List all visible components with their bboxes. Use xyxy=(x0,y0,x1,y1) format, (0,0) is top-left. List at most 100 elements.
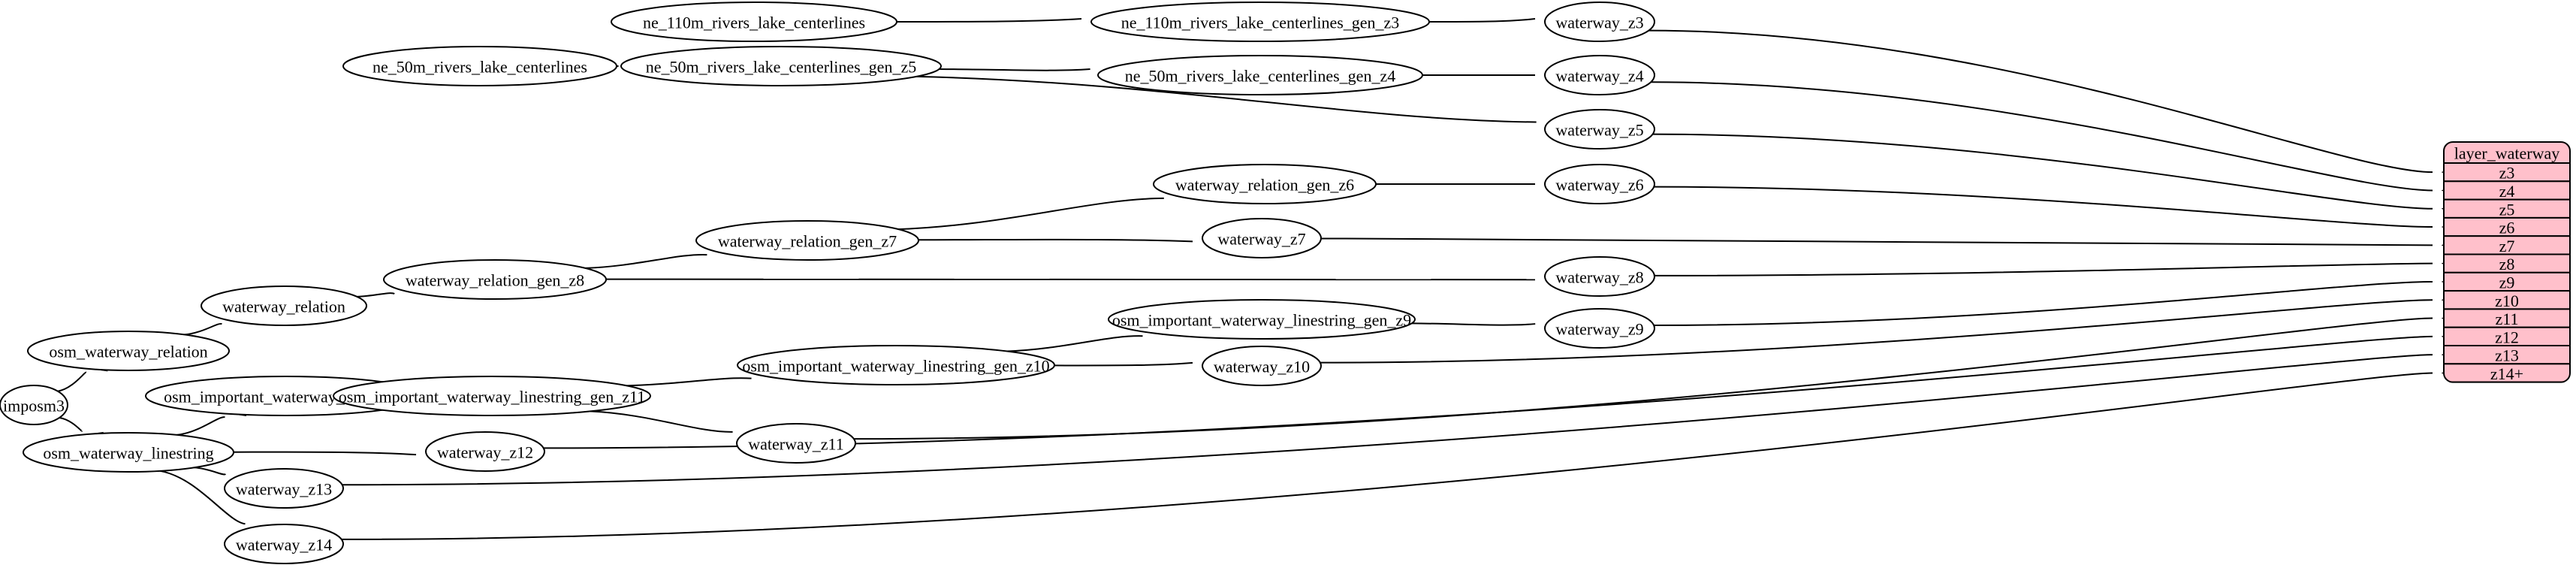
table-row-label-z11: z11 xyxy=(2496,310,2519,328)
node-ne_50m_rivers_lake_centerlines_gen_z4[interactable]: ne_50m_rivers_lake_centerlines_gen_z4 xyxy=(1097,55,1423,95)
node-osm_important_waterway_linestring_gen_z10[interactable]: osm_important_waterway_linestring_gen_z1… xyxy=(737,345,1055,385)
edge-waterway_z8-to-layer_waterway/z8 xyxy=(1654,262,2433,276)
layer-waterway-table: layer_waterwayz3z4z5z6z7z8z9z10z11z12z13… xyxy=(2443,141,2571,383)
node-shape xyxy=(620,46,942,86)
table-row-label-z7: z7 xyxy=(2499,237,2515,255)
edge-osm_important_waterway_linestring_gen_z10-to-osm_important_waterway_linestring_gen_z9 xyxy=(1006,335,1143,352)
table-row-label-z4: z4 xyxy=(2499,182,2515,201)
edge-waterway_relation_gen_z8-to-waterway_relation_gen_z7 xyxy=(585,253,707,269)
node-waterway_z12[interactable]: waterway_z12 xyxy=(425,431,545,472)
node-label: waterway_z13 xyxy=(236,480,332,499)
node-label: osm_important_waterway_linestring_gen_z1… xyxy=(339,388,646,406)
table-row-label-z9: z9 xyxy=(2499,273,2515,292)
table-row-z9[interactable] xyxy=(2444,271,2570,292)
node-shape xyxy=(224,468,344,509)
node-label: osm_important_waterway_linestring_gen_z1… xyxy=(742,357,1049,376)
node-label: ne_110m_rivers_lake_centerlines xyxy=(643,14,865,32)
node-label: ne_110m_rivers_lake_centerlines_gen_z3 xyxy=(1121,14,1400,32)
nodes-layer: imposm3 osm_waterway_relation osm_waterway… xyxy=(0,2,1655,564)
node-shape xyxy=(1544,2,1655,42)
node-label: ne_50m_rivers_lake_centerlines_gen_z5 xyxy=(646,58,916,77)
table-row-z6[interactable] xyxy=(2444,216,2570,237)
node-waterway_z10[interactable]: waterway_z10 xyxy=(1202,346,1322,386)
node-waterway_z4[interactable]: waterway_z4 xyxy=(1544,55,1655,95)
node-waterway_z5[interactable]: waterway_z5 xyxy=(1544,109,1655,150)
table-row-z5[interactable] xyxy=(2444,198,2570,219)
node-shape xyxy=(1544,308,1655,349)
node-label: waterway_z14 xyxy=(236,536,332,554)
node-label: waterway_relation_gen_z8 xyxy=(406,271,584,290)
node-osm_waterway_relation[interactable]: osm_waterway_relation xyxy=(27,331,230,371)
node-osm_important_waterway_linestring_gen_z11[interactable]: osm_important_waterway_linestring_gen_z1… xyxy=(333,376,651,416)
node-shape xyxy=(23,432,234,473)
node-shape xyxy=(1108,299,1416,340)
edge-ne_50m_rivers_lake_centerlines_gen_z5-to-waterway_z5 xyxy=(916,75,1537,123)
edge-waterway_z3-to-layer_waterway/z3 xyxy=(1648,29,2433,174)
node-shape xyxy=(224,524,344,564)
node-label: osm_waterway_relation xyxy=(49,343,207,361)
node-waterway_z7[interactable]: waterway_z7 xyxy=(1202,218,1322,258)
node-label: waterway_relation_gen_z6 xyxy=(1175,176,1354,195)
node-ne_50m_rivers_lake_centerlines_gen_z5[interactable]: ne_50m_rivers_lake_centerlines_gen_z5 xyxy=(620,46,942,86)
table-row-z13[interactable] xyxy=(2444,345,2570,365)
node-osm_waterway_linestring[interactable]: osm_waterway_linestring xyxy=(23,432,234,473)
edge-waterway_z13-to-layer_waterway/z13 xyxy=(342,354,2433,486)
edge-osm_important_waterway_linestring_gen_z11-to-waterway_z11 xyxy=(590,410,733,433)
edge-osm_waterway_linestring-to-waterway_z12 xyxy=(233,451,417,456)
node-waterway_z9[interactable]: waterway_z9 xyxy=(1544,308,1655,349)
node-shape xyxy=(342,46,617,86)
node-shape xyxy=(736,423,856,464)
node-osm_important_waterway_linestring_gen_z9[interactable]: osm_important_waterway_linestring_gen_z9 xyxy=(1108,299,1416,340)
table-row-label-z8: z8 xyxy=(2499,255,2515,273)
node-shape xyxy=(611,2,897,42)
edge-ne_50m_rivers_lake_centerlines_gen_z5-to-ne_50m_rivers_lake_centerlines_gen_z4 xyxy=(939,68,1090,71)
table-body xyxy=(2444,142,2570,382)
node-label: ne_50m_rivers_lake_centerlines_gen_z4 xyxy=(1125,67,1395,86)
node-label: waterway_z7 xyxy=(1217,230,1305,249)
edge-waterway_z12-to-layer_waterway/z12 xyxy=(543,335,2433,449)
node-shape xyxy=(1544,256,1655,297)
node-shape xyxy=(1202,218,1322,258)
node-label: waterway_z4 xyxy=(1555,67,1643,86)
table-row-z3[interactable] xyxy=(2444,162,2570,183)
node-shape xyxy=(695,220,919,261)
node-waterway_relation[interactable]: waterway_relation xyxy=(201,286,367,326)
edge-waterway_z4-to-layer_waterway/z4 xyxy=(1651,81,2433,192)
node-waterway_relation_gen_z7[interactable]: waterway_relation_gen_z7 xyxy=(695,220,919,261)
node-ne_50m_rivers_lake_centerlines[interactable]: ne_50m_rivers_lake_centerlines xyxy=(342,46,617,86)
edge-osm_waterway_relation-to-waterway_relation xyxy=(184,323,222,336)
node-shape xyxy=(383,259,607,300)
node-shape xyxy=(0,385,68,425)
table-title: layer_waterway xyxy=(2454,144,2559,163)
node-waterway_z13[interactable]: waterway_z13 xyxy=(224,468,344,509)
node-label: waterway_z6 xyxy=(1555,176,1643,195)
edge-osm_waterway_linestring-to-osm_important_waterway_linestring xyxy=(176,416,225,436)
table-row-z10[interactable] xyxy=(2444,290,2570,310)
node-waterway_z14[interactable]: waterway_z14 xyxy=(224,524,344,564)
edge-imposm3-to-osm_waterway_linestring xyxy=(59,417,83,432)
node-waterway_z3[interactable]: waterway_z3 xyxy=(1544,2,1655,42)
node-label: waterway_z11 xyxy=(748,435,843,454)
node-shape xyxy=(1544,109,1655,150)
node-waterway_z11[interactable]: waterway_z11 xyxy=(736,423,856,464)
edge-waterway_z10-to-layer_waterway/z10 xyxy=(1320,299,2433,364)
edge-ne_110m_rivers_lake_centerlines_gen_z3-to-waterway_z3 xyxy=(1428,18,1536,23)
node-waterway_z6[interactable]: waterway_z6 xyxy=(1544,164,1655,204)
node-label: waterway_relation xyxy=(222,298,345,316)
node-imposm3[interactable]: imposm3 xyxy=(0,385,68,425)
node-shape xyxy=(1544,55,1655,95)
edge-waterway_z6-to-layer_waterway/z6 xyxy=(1654,186,2433,228)
node-waterway_z8[interactable]: waterway_z8 xyxy=(1544,256,1655,297)
node-waterway_relation_gen_z6[interactable]: waterway_relation_gen_z6 xyxy=(1153,164,1377,204)
table-row-z8[interactable] xyxy=(2444,253,2570,273)
edge-imposm3-to-osm_waterway_relation xyxy=(57,371,87,392)
table-row-label-z14plus: z14+ xyxy=(2490,364,2523,383)
table-row-label-z3: z3 xyxy=(2499,164,2515,183)
node-waterway_relation_gen_z8[interactable]: waterway_relation_gen_z8 xyxy=(383,259,607,300)
table-row-label-z5: z5 xyxy=(2499,200,2515,219)
node-ne_110m_rivers_lake_centerlines[interactable]: ne_110m_rivers_lake_centerlines xyxy=(611,2,897,42)
edge-waterway_relation_gen_z7-to-waterway_relation_gen_z6 xyxy=(898,197,1164,231)
node-ne_110m_rivers_lake_centerlines_gen_z3[interactable]: ne_110m_rivers_lake_centerlines_gen_z3 xyxy=(1090,2,1430,42)
node-label: waterway_z12 xyxy=(437,443,533,462)
